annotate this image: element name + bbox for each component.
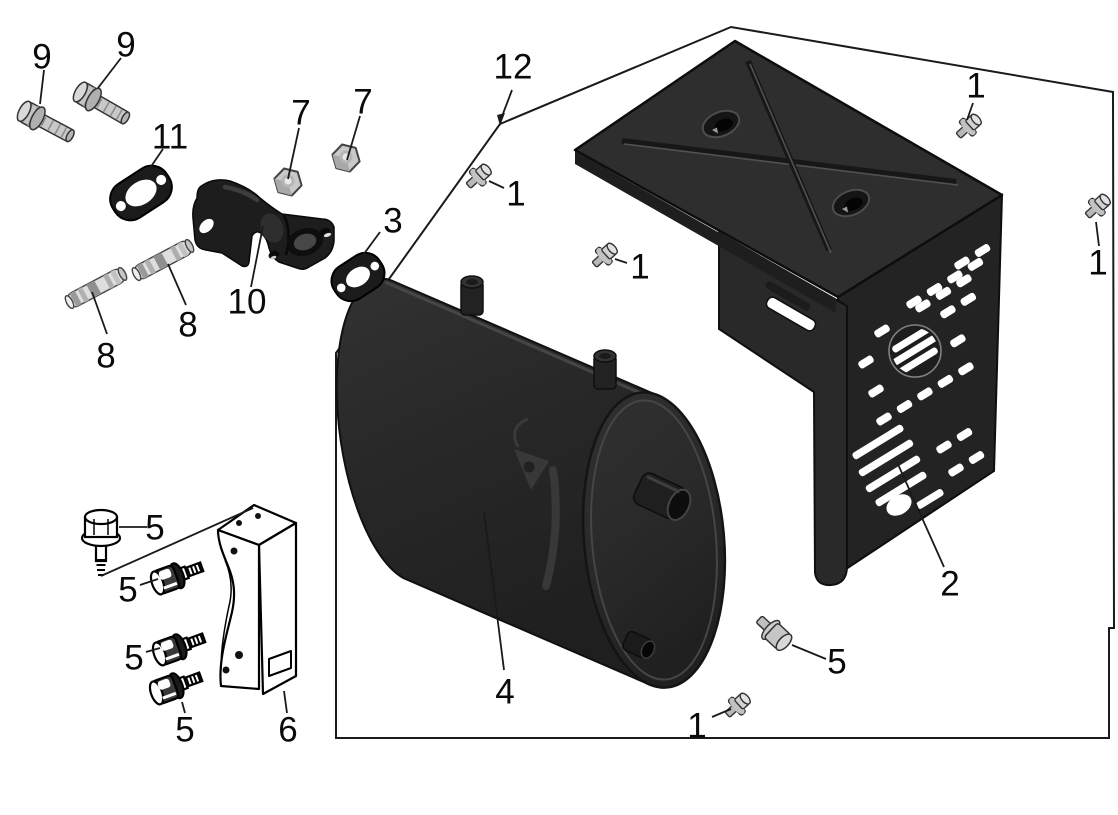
svg-text:5: 5 bbox=[827, 643, 846, 682]
svg-text:3: 3 bbox=[383, 202, 402, 241]
svg-text:8: 8 bbox=[178, 306, 197, 345]
svg-text:10: 10 bbox=[228, 283, 267, 322]
svg-text:12: 12 bbox=[494, 48, 533, 87]
svg-text:7: 7 bbox=[353, 83, 372, 122]
svg-text:1: 1 bbox=[1088, 244, 1107, 283]
svg-text:5: 5 bbox=[124, 639, 143, 678]
svg-text:1: 1 bbox=[630, 248, 649, 287]
svg-text:9: 9 bbox=[116, 26, 135, 65]
svg-text:6: 6 bbox=[278, 711, 297, 750]
svg-text:1: 1 bbox=[506, 175, 525, 214]
svg-text:2: 2 bbox=[940, 565, 959, 604]
svg-text:7: 7 bbox=[291, 94, 310, 133]
svg-text:9: 9 bbox=[32, 38, 51, 77]
svg-text:5: 5 bbox=[118, 571, 137, 610]
svg-text:11: 11 bbox=[152, 118, 188, 157]
svg-text:1: 1 bbox=[966, 67, 985, 106]
svg-text:8: 8 bbox=[96, 337, 115, 376]
svg-text:5: 5 bbox=[175, 711, 194, 750]
svg-text:5: 5 bbox=[145, 509, 164, 548]
svg-text:1: 1 bbox=[687, 707, 706, 746]
svg-text:4: 4 bbox=[495, 673, 514, 712]
